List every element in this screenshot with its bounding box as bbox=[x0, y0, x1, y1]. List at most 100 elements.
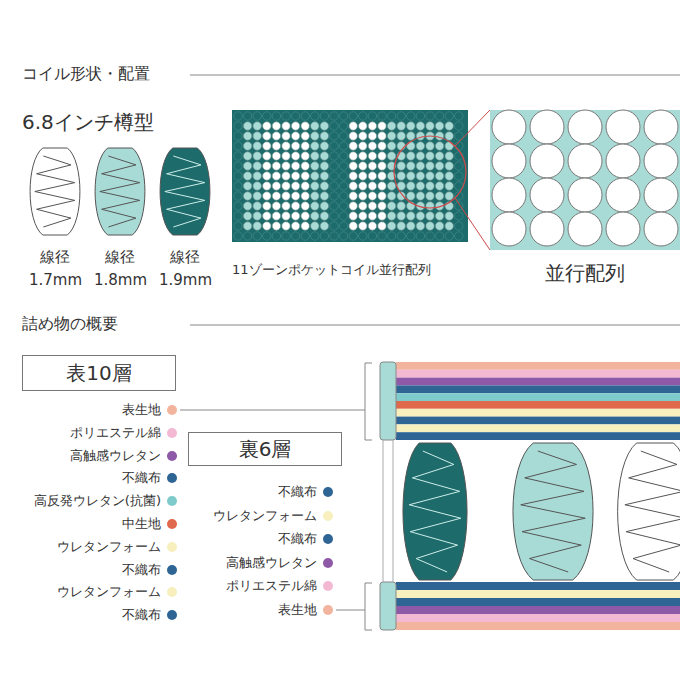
pocket-coil bbox=[349, 202, 357, 210]
pocket-coil bbox=[435, 122, 443, 130]
pocket-coil bbox=[339, 192, 347, 200]
legend-item: ポリエステル綿 bbox=[0, 423, 177, 443]
pocket-coil bbox=[263, 152, 271, 160]
pocket-coil bbox=[445, 232, 453, 240]
pocket-coil bbox=[359, 232, 367, 240]
pocket-coil bbox=[291, 212, 299, 220]
legend-item: 不織布 bbox=[0, 560, 177, 580]
pocket-coil bbox=[272, 212, 280, 220]
pocket-coil bbox=[368, 212, 376, 220]
pocket-coil bbox=[606, 110, 640, 144]
pocket-coil bbox=[339, 122, 347, 130]
pocket-coil bbox=[349, 232, 357, 240]
pocket-coil bbox=[330, 182, 338, 190]
pocket-coil bbox=[397, 232, 405, 240]
pocket-coil bbox=[349, 112, 357, 120]
pocket-coil bbox=[416, 132, 424, 140]
legend-dot bbox=[167, 565, 177, 575]
pocket-coil bbox=[378, 132, 386, 140]
legend-dot bbox=[323, 558, 333, 568]
side-panel bbox=[380, 582, 396, 630]
pocket-coil bbox=[311, 152, 319, 160]
rule-line bbox=[190, 325, 680, 326]
pocket-coil bbox=[387, 222, 395, 230]
layer-stripe bbox=[396, 424, 680, 432]
pocket-coil bbox=[426, 152, 434, 160]
pocket-coil bbox=[339, 152, 347, 160]
pocket-coil bbox=[416, 232, 424, 240]
legend-dot bbox=[323, 534, 333, 544]
pocket-coil bbox=[359, 142, 367, 150]
coil-wire bbox=[521, 451, 585, 572]
pocket-coil bbox=[407, 212, 415, 220]
layer-box: 表10層 bbox=[22, 355, 176, 391]
pocket-coil bbox=[359, 152, 367, 160]
pocket-coil bbox=[234, 192, 242, 200]
pocket-coil bbox=[349, 162, 357, 170]
pocket-coil bbox=[234, 212, 242, 220]
pocket-coil bbox=[416, 152, 424, 160]
pocket-coil bbox=[426, 192, 434, 200]
pocket-coil bbox=[407, 112, 415, 120]
pocket-coil bbox=[339, 222, 347, 230]
pocket-coil bbox=[644, 110, 678, 144]
coil-grid bbox=[234, 112, 463, 240]
pocket-coil bbox=[568, 212, 602, 246]
pocket-coil bbox=[359, 202, 367, 210]
pocket-coil bbox=[330, 132, 338, 140]
legend-text: 高触感ウレタン bbox=[70, 446, 161, 466]
pocket-coil bbox=[282, 152, 290, 160]
label: 線径 1.8mm bbox=[94, 246, 146, 291]
legend-dot bbox=[167, 610, 177, 620]
pocket-coil bbox=[301, 132, 309, 140]
pocket-coil bbox=[291, 122, 299, 130]
pocket-coil bbox=[378, 152, 386, 160]
pocket-coil bbox=[291, 152, 299, 160]
pocket-coil bbox=[282, 142, 290, 150]
pocket-coil bbox=[330, 222, 338, 230]
pocket-coil bbox=[568, 144, 602, 178]
pocket-coil bbox=[320, 182, 328, 190]
pocket-coil bbox=[492, 144, 526, 178]
pocket-coil bbox=[243, 142, 251, 150]
pocket-coil bbox=[301, 112, 309, 120]
pocket-coil bbox=[263, 132, 271, 140]
pocket-coil bbox=[320, 162, 328, 170]
side-panel bbox=[380, 362, 396, 440]
pocket-coil bbox=[435, 232, 443, 240]
legend-item: ポリエステル綿 bbox=[113, 576, 333, 596]
pocket-coil bbox=[397, 162, 405, 170]
pocket-coil bbox=[426, 232, 434, 240]
pocket-coil bbox=[339, 142, 347, 150]
pocket-coil bbox=[282, 222, 290, 230]
coil-samples bbox=[30, 148, 210, 235]
pocket-coil bbox=[234, 202, 242, 210]
pocket-coil bbox=[330, 122, 338, 130]
rule-line bbox=[190, 75, 680, 76]
pocket-coil bbox=[253, 142, 261, 150]
pocket-coil bbox=[339, 202, 347, 210]
pocket-coil bbox=[387, 142, 395, 150]
layer-stripe bbox=[396, 385, 680, 393]
pocket-coil bbox=[492, 110, 526, 144]
pocket-coil bbox=[435, 152, 443, 160]
pocket-coil bbox=[397, 202, 405, 210]
pocket-coil bbox=[416, 222, 424, 230]
pocket-coil bbox=[253, 222, 261, 230]
pocket-coil bbox=[320, 122, 328, 130]
pocket-coil bbox=[530, 110, 564, 144]
barrel-coil bbox=[30, 148, 80, 235]
legend-dot bbox=[167, 428, 177, 438]
pocket-coil bbox=[311, 212, 319, 220]
pocket-coil bbox=[291, 232, 299, 240]
pocket-coil bbox=[253, 202, 261, 210]
legend-dot bbox=[167, 451, 177, 461]
label: 線径 1.7mm bbox=[29, 246, 81, 291]
legend-item: 中生地 bbox=[0, 514, 177, 534]
pocket-coil bbox=[568, 178, 602, 212]
pocket-coil bbox=[311, 112, 319, 120]
pocket-coil bbox=[606, 144, 640, 178]
pocket-coil bbox=[416, 122, 424, 130]
pocket-coil bbox=[416, 172, 424, 180]
legend-item: 不織布 bbox=[113, 482, 333, 502]
